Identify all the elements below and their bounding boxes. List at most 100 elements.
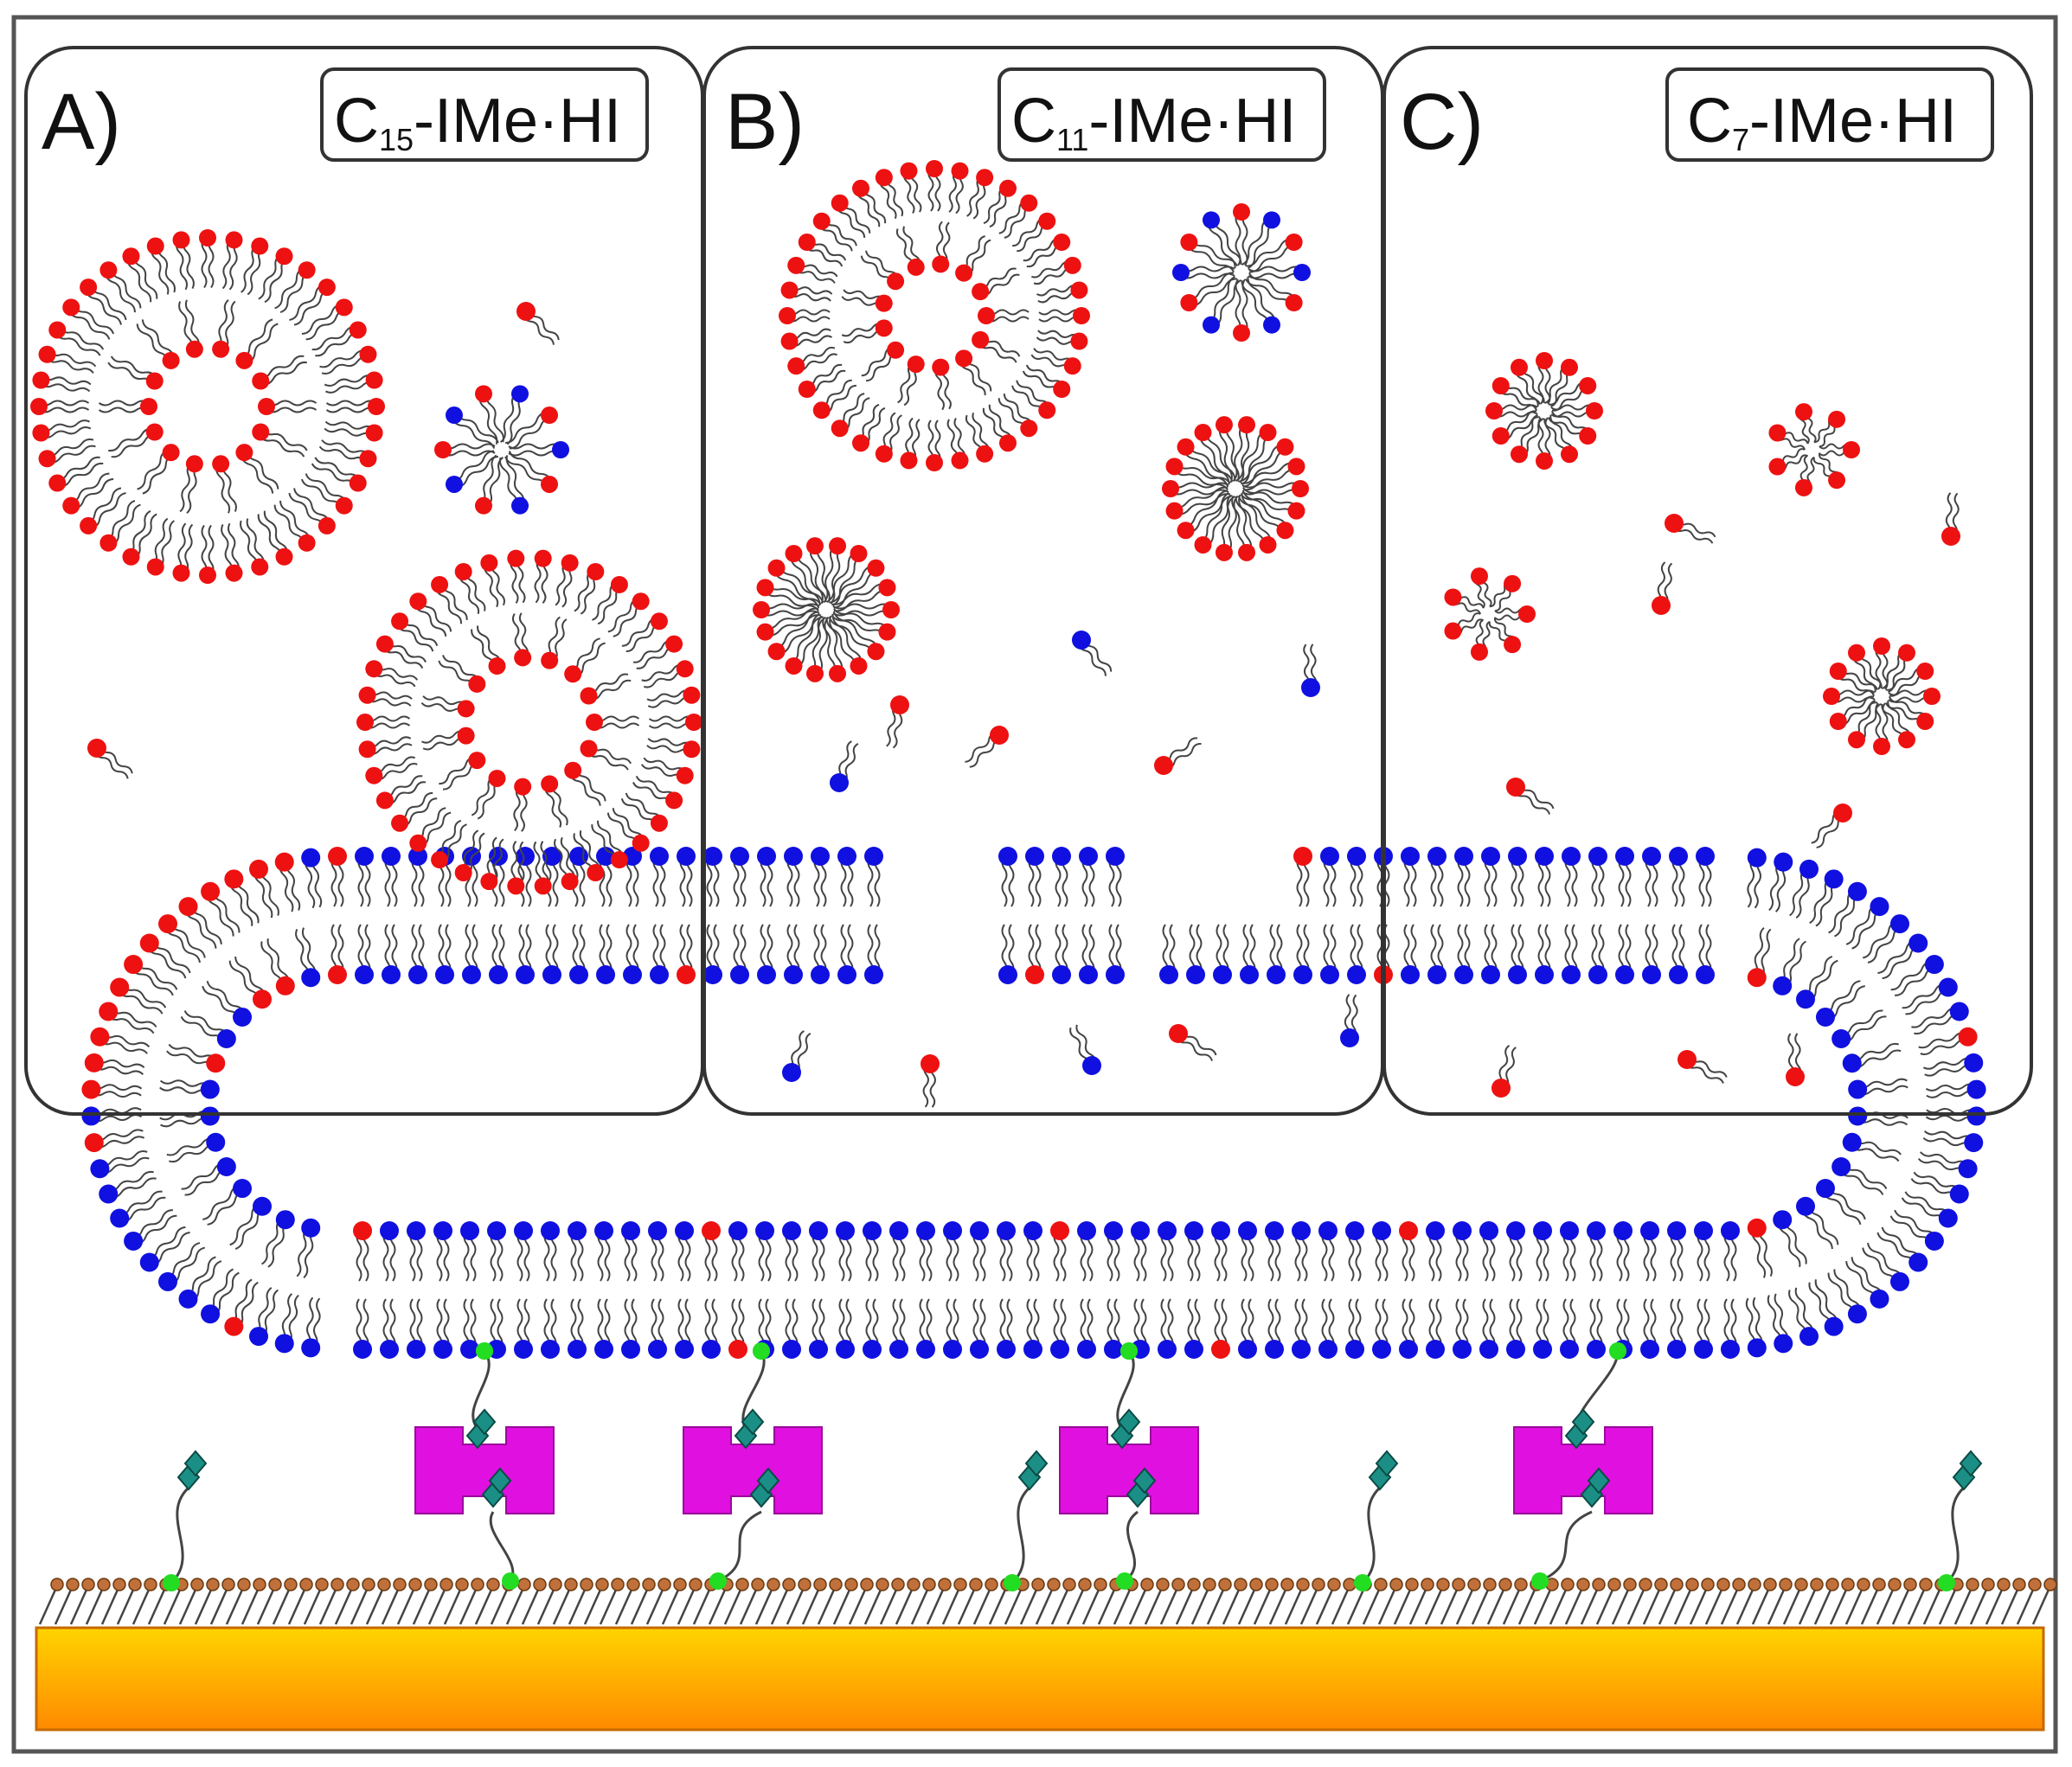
lipid-tail xyxy=(478,394,498,445)
sam-head xyxy=(580,1578,593,1591)
lipid-head xyxy=(1815,1007,1835,1027)
anchor-point xyxy=(1354,1574,1371,1591)
surfactant-head xyxy=(767,559,786,577)
surfactant-head xyxy=(507,549,525,567)
sam-head xyxy=(439,1578,453,1591)
sam-chain xyxy=(1050,1589,1069,1625)
lipid-tail xyxy=(1835,674,1876,696)
surfactant-aggregates xyxy=(30,160,1960,1108)
lipid-tail xyxy=(1759,928,1772,979)
lipid-head xyxy=(1533,1221,1552,1240)
lipid-tail xyxy=(1403,855,1410,907)
lipid-tail xyxy=(208,237,215,289)
lipid-head xyxy=(1615,847,1634,866)
sam-head xyxy=(985,1578,998,1591)
lipid-tail xyxy=(1003,394,1033,426)
lipid-tail xyxy=(391,924,398,976)
lipid-tail xyxy=(1537,360,1544,405)
lipid-head xyxy=(1052,847,1071,866)
lipid-tail xyxy=(356,1230,362,1282)
lipid-tail xyxy=(142,453,175,495)
lipid-tail xyxy=(1248,272,1297,301)
sam-head xyxy=(1218,1578,1232,1591)
lipid-head xyxy=(408,965,427,984)
sam-head xyxy=(907,1578,921,1591)
lipid-head xyxy=(1427,965,1447,984)
lipid-head xyxy=(811,965,830,984)
surfactant-head xyxy=(1165,458,1184,476)
sam-chain xyxy=(241,1589,260,1625)
sam-head xyxy=(642,1578,656,1591)
lipid-tail xyxy=(1752,1296,1763,1348)
ligand-icon xyxy=(1375,1450,1399,1477)
sam-head xyxy=(1841,1578,1855,1591)
lipid-head xyxy=(1588,965,1607,984)
surfactant-head xyxy=(850,656,868,675)
sam-chain xyxy=(1611,1589,1630,1625)
surfactant-head xyxy=(409,834,427,852)
lipid-tail xyxy=(786,855,793,907)
lipid-head xyxy=(1824,869,1844,889)
lipid-tail xyxy=(1208,276,1236,324)
lipid-tail xyxy=(1484,855,1491,907)
lipid-head xyxy=(90,1159,110,1179)
lipid-head xyxy=(445,407,463,425)
lipid-head xyxy=(916,1221,935,1240)
surfactant-head xyxy=(767,643,786,661)
lipid-tail xyxy=(587,751,629,771)
sam-head xyxy=(455,1578,469,1591)
lipid-head xyxy=(542,965,561,984)
surfactant-head xyxy=(805,537,824,555)
lipid-tail xyxy=(867,855,874,907)
lipid-head xyxy=(648,1221,667,1240)
lipid-head xyxy=(1320,847,1339,866)
sam-head xyxy=(1592,1578,1606,1591)
lipid-tail xyxy=(357,855,364,907)
lipid-tail xyxy=(98,407,150,413)
ligand-icon xyxy=(1132,1467,1157,1495)
lipid-tail xyxy=(1850,1144,1900,1162)
lipid-head xyxy=(1079,965,1098,984)
lipid-tail xyxy=(518,612,529,658)
lipid-tail xyxy=(1544,364,1567,405)
lipid-tail xyxy=(796,617,826,669)
lipid-tail xyxy=(738,1298,745,1350)
lipid-tail xyxy=(766,614,822,637)
lipid-tail xyxy=(1833,1269,1862,1313)
lipid-tail xyxy=(934,367,945,411)
lipid-tail xyxy=(1001,855,1008,907)
lipid-tail xyxy=(1428,1230,1435,1282)
lipid-tail xyxy=(1882,702,1889,747)
lipid-tail xyxy=(1548,381,1587,406)
surfactant-head xyxy=(62,496,80,515)
lipid-tail xyxy=(279,500,311,541)
sam-head xyxy=(206,1578,220,1591)
lipid-tail xyxy=(513,785,521,832)
lipid-head xyxy=(1159,965,1178,984)
lipid-tail xyxy=(1918,1032,1967,1049)
lipid-tail xyxy=(1482,1230,1489,1282)
lipid-tail xyxy=(106,1014,155,1034)
lipid-head xyxy=(1267,965,1286,984)
lipid-head xyxy=(1696,847,1715,866)
lipid-tail xyxy=(67,310,111,340)
lipid-tail xyxy=(1006,1298,1013,1350)
lipid-tail xyxy=(833,608,889,630)
lipid-tail xyxy=(1913,1171,1962,1192)
surfactant-head xyxy=(878,623,896,641)
surfactant-head xyxy=(580,687,598,705)
sam-head xyxy=(1171,1578,1185,1591)
lipid-tail xyxy=(1596,1298,1603,1350)
sam-head xyxy=(1794,1578,1808,1591)
surfactant-head xyxy=(632,834,650,852)
surfactant-head xyxy=(1215,543,1233,561)
sam-head xyxy=(1576,1578,1590,1591)
sam-chain xyxy=(1471,1589,1490,1625)
surfactant-head xyxy=(1491,1079,1511,1098)
lipid-head xyxy=(1079,847,1098,866)
lipid-tail xyxy=(38,400,90,407)
surfactant-head xyxy=(1038,212,1056,230)
surfactant-head xyxy=(99,1002,119,1021)
lipid-head xyxy=(1347,965,1366,984)
